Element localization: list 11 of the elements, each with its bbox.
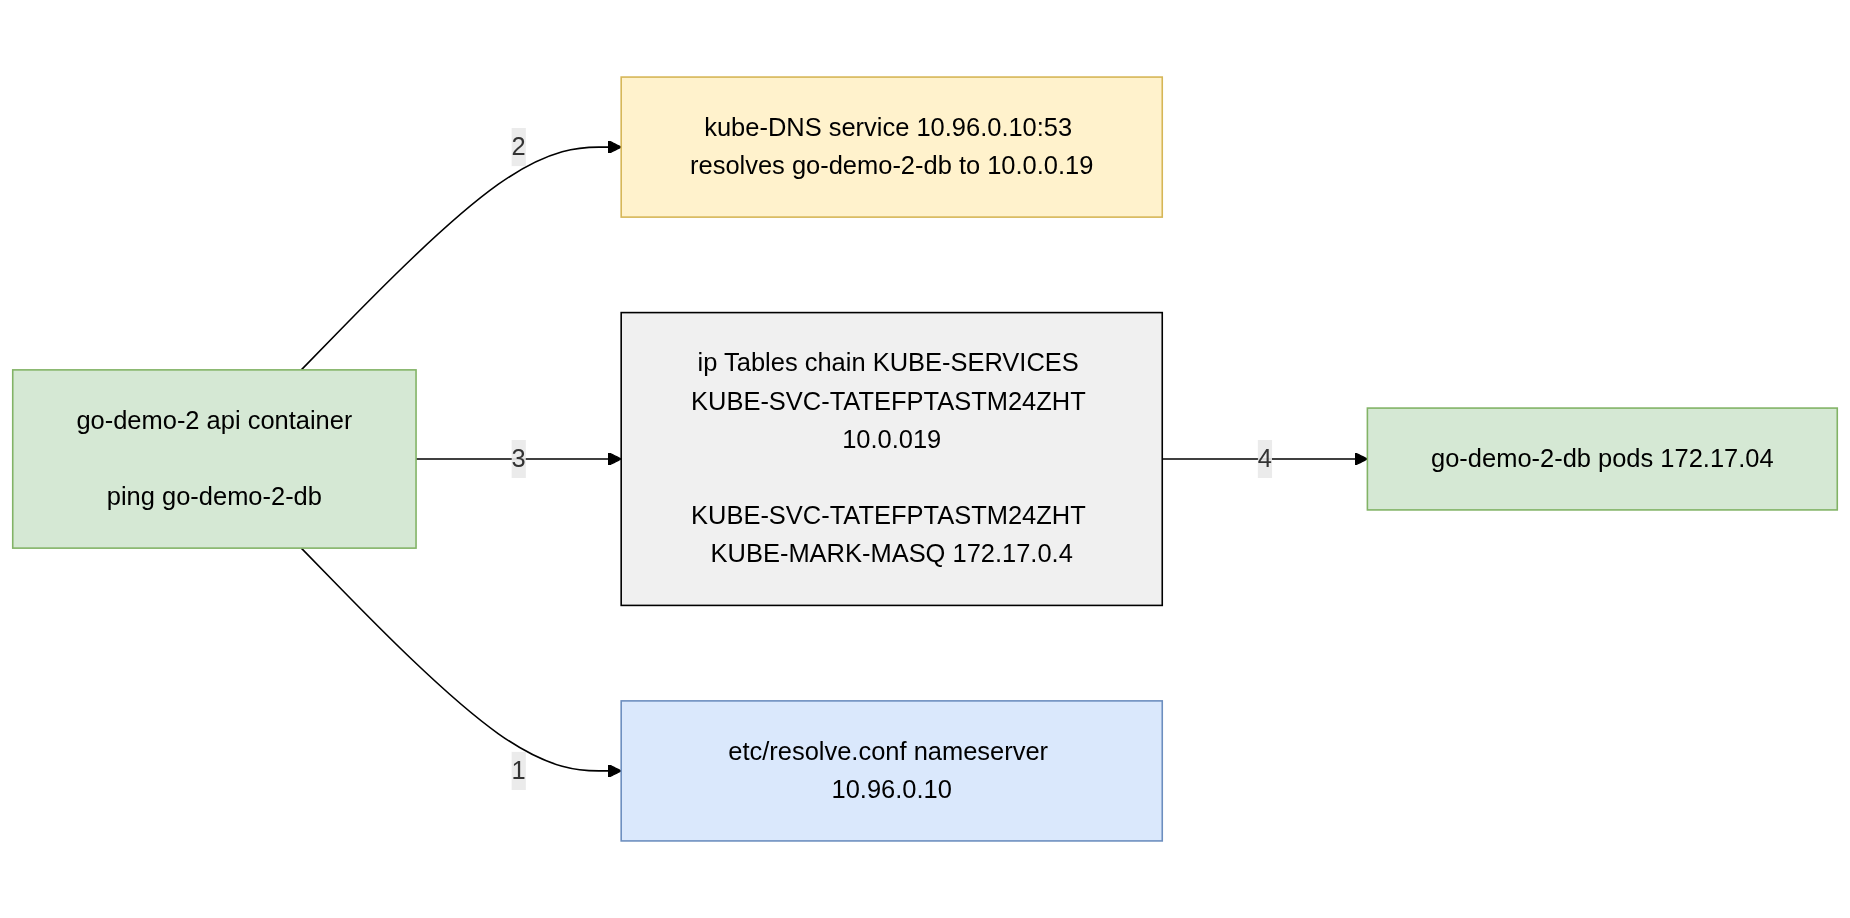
arrow <box>300 140 622 371</box>
node-box: ip Tables chain KUBE-SERVICES KUBE-SVC-TATEFPTASTM24ZHT 10.0.019 KUBE-SVC-TATEFPTASTM24ZHT KUBE-MARK-MASQ 172.17.0.4 <box>620 311 1164 607</box>
node-box: etc/resolve.conf nameserver 10.96.0.10 <box>620 700 1164 842</box>
edge-label: 1 <box>511 756 526 784</box>
node-box: go-demo-2 api container ping go-demo-2-db <box>11 369 417 549</box>
edge-label: 4 <box>1257 444 1272 472</box>
arrow <box>300 547 622 778</box>
edge-label: 2 <box>511 132 526 160</box>
node-box: kube-DNS service 10.96.0.10:53 resolves go-demo-2-db to 10.0.0.19 <box>620 76 1164 218</box>
edge-label: 3 <box>511 444 526 472</box>
node-box: go-demo-2-db pods 172.17.04 <box>1366 407 1839 511</box>
